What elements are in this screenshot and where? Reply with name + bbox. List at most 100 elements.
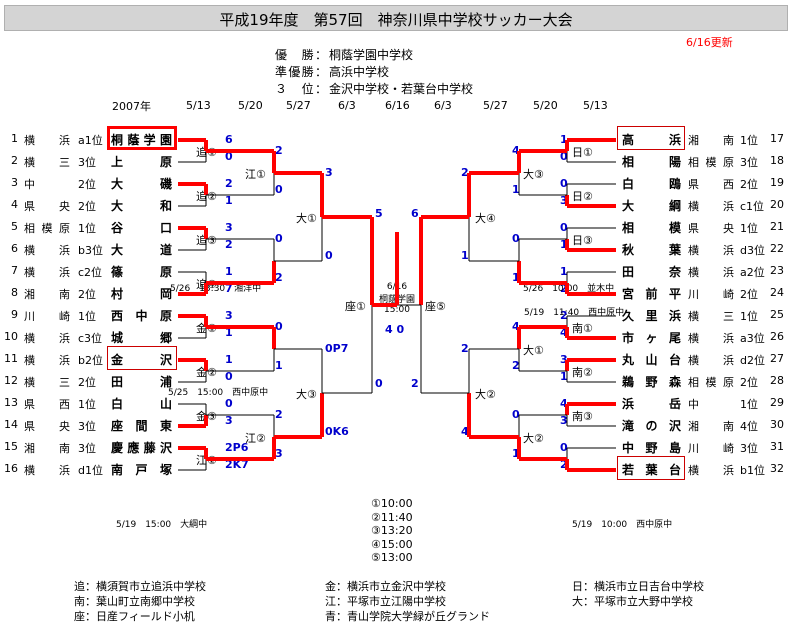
venue-legend: 青：青山学院大学緑が丘グランド	[325, 610, 490, 623]
team-area: 県央	[688, 222, 734, 235]
match-score-top: 0	[560, 221, 568, 234]
match-score-top: 6	[411, 207, 419, 220]
team-seed: 12	[4, 374, 18, 387]
team-rank: b1位	[740, 464, 765, 477]
match-note: 5/19 11:40 西中原中	[524, 308, 625, 318]
match-note: 5/19 15:00 大綱中	[116, 520, 208, 530]
result-value: 桐蔭学園中学校	[329, 48, 414, 62]
match-score-top: 1	[225, 265, 233, 278]
winner-highlight	[617, 456, 685, 480]
venue-legend: 大：平塚市立大野中学校	[572, 595, 693, 608]
team-rank: 1位	[78, 398, 96, 411]
team-rank: 3位	[78, 442, 96, 455]
team-area: 横浜	[688, 332, 734, 345]
match-score-bottom: 0	[325, 249, 333, 262]
team-name: 相陽	[622, 155, 682, 169]
team-seed: 30	[770, 418, 784, 431]
team-rank: d1位	[78, 464, 103, 477]
match-label: 南②	[572, 366, 593, 379]
team-rank: 3位	[78, 156, 96, 169]
team-area: 横浜	[688, 244, 734, 257]
team-seed: 13	[4, 396, 18, 409]
team-area: 相模原	[24, 222, 70, 235]
match-label: 座①	[345, 300, 366, 313]
team-rank: 2位	[78, 288, 96, 301]
match-label: 座⑤	[425, 300, 446, 313]
winner-highlight	[617, 126, 685, 150]
team-rank: 1位	[740, 222, 758, 235]
team-seed: 20	[770, 198, 784, 211]
match-score-bottom: 1	[560, 238, 568, 251]
match-label: 江②	[245, 432, 266, 445]
team-area: 湘南	[24, 288, 70, 301]
match-score-bottom: 0	[375, 377, 383, 390]
team-area: 横浜	[24, 266, 70, 279]
team-rank: d2位	[740, 354, 765, 367]
match-score-bottom: 7	[225, 282, 233, 295]
team-seed: 10	[4, 330, 18, 343]
team-area: 横浜	[24, 354, 70, 367]
team-name: 慶應藤沢	[111, 441, 173, 455]
team-area: 横三	[24, 156, 70, 169]
match-score-top: 2	[275, 144, 283, 157]
team-area: 横浜	[24, 464, 70, 477]
updated-note: 6/16更新	[686, 36, 733, 49]
result-label: 優 勝：	[275, 48, 327, 62]
match-score-bottom: 4	[461, 425, 469, 438]
team-name: 相模	[622, 221, 682, 235]
match-score-top: 2	[461, 342, 469, 355]
team-area: 横三	[24, 376, 70, 389]
team-area: 県央	[24, 420, 70, 433]
venue-legend: 江：平塚市立江陽中学校	[325, 595, 446, 608]
team-area: 湘南	[688, 134, 734, 147]
team-name: 高浜	[622, 133, 682, 147]
team-rank: 2位	[740, 376, 758, 389]
match-label: 大①	[523, 344, 544, 357]
date-final: 6/16	[385, 99, 410, 112]
team-rank: 2位	[78, 178, 96, 191]
date-right-r3: 5/27	[483, 99, 508, 112]
team-area: 横浜	[24, 244, 70, 257]
team-name: 宮前平	[622, 287, 682, 301]
team-seed: 22	[770, 242, 784, 255]
match-score-top: 1	[225, 353, 233, 366]
team-name: 南戸塚	[111, 463, 173, 477]
match-score-bottom: 1	[560, 370, 568, 383]
match-score-bottom: 1	[512, 183, 520, 196]
match-score-bottom: 2	[275, 271, 283, 284]
match-score-top: 0	[225, 397, 233, 410]
team-name: 大磯	[111, 177, 173, 191]
kickoff-time: ⑤13:00	[371, 551, 413, 564]
match-score-top: 3	[325, 166, 333, 179]
winner-highlight	[107, 126, 177, 150]
match-score-top: 2P6	[225, 441, 249, 454]
team-rank: 1位	[740, 134, 758, 147]
team-area: 湘南	[24, 442, 70, 455]
match-score-top: 4	[512, 144, 520, 157]
team-rank: b2位	[78, 354, 103, 367]
match-score-bottom: 1	[225, 326, 233, 339]
team-area: 県西	[24, 398, 70, 411]
team-seed: 14	[4, 418, 18, 431]
result-value: 高浜中学校	[329, 65, 390, 79]
team-name: 大綱	[622, 199, 682, 213]
venue-legend: 追：横須賀市立追浜中学校	[74, 580, 206, 593]
match-score-top: 0	[275, 320, 283, 333]
match-score-bottom: 0K6	[325, 425, 349, 438]
team-rank: 2位	[740, 288, 758, 301]
team-rank: 1位	[78, 222, 96, 235]
match-score-bottom: 3	[560, 194, 568, 207]
team-seed: 28	[770, 374, 784, 387]
match-score-top: 1	[560, 133, 568, 146]
team-name: 白山	[111, 397, 173, 411]
date-right-r1: 5/13	[583, 99, 608, 112]
team-area: 横浜	[688, 354, 734, 367]
result-champion: 優 勝：桐蔭学園中学校	[275, 46, 413, 63]
team-area: 横浜	[688, 200, 734, 213]
match-note: 5/19 10:00 西中原中	[572, 520, 673, 530]
team-seed: 18	[770, 154, 784, 167]
year-label: 2007年	[112, 100, 151, 113]
result-third: ３ 位：金沢中学校・若葉台中学校	[275, 80, 473, 97]
match-label: 大②	[475, 388, 496, 401]
